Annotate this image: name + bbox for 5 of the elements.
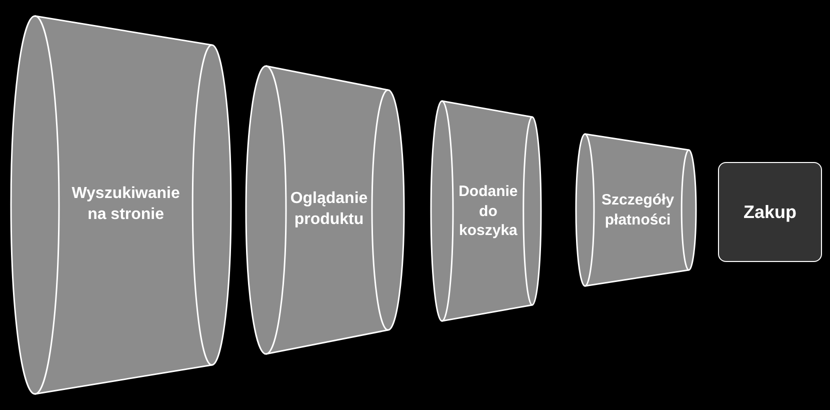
stage-label: Dodanie do koszyka — [458, 182, 519, 240]
stage-label: Wyszukiwanie na stronie — [70, 184, 181, 225]
stage-label: Oglądanie produktu — [289, 189, 369, 230]
process-box: Zakup — [718, 162, 822, 262]
stage-label: Szczegóły płatności — [600, 190, 676, 230]
